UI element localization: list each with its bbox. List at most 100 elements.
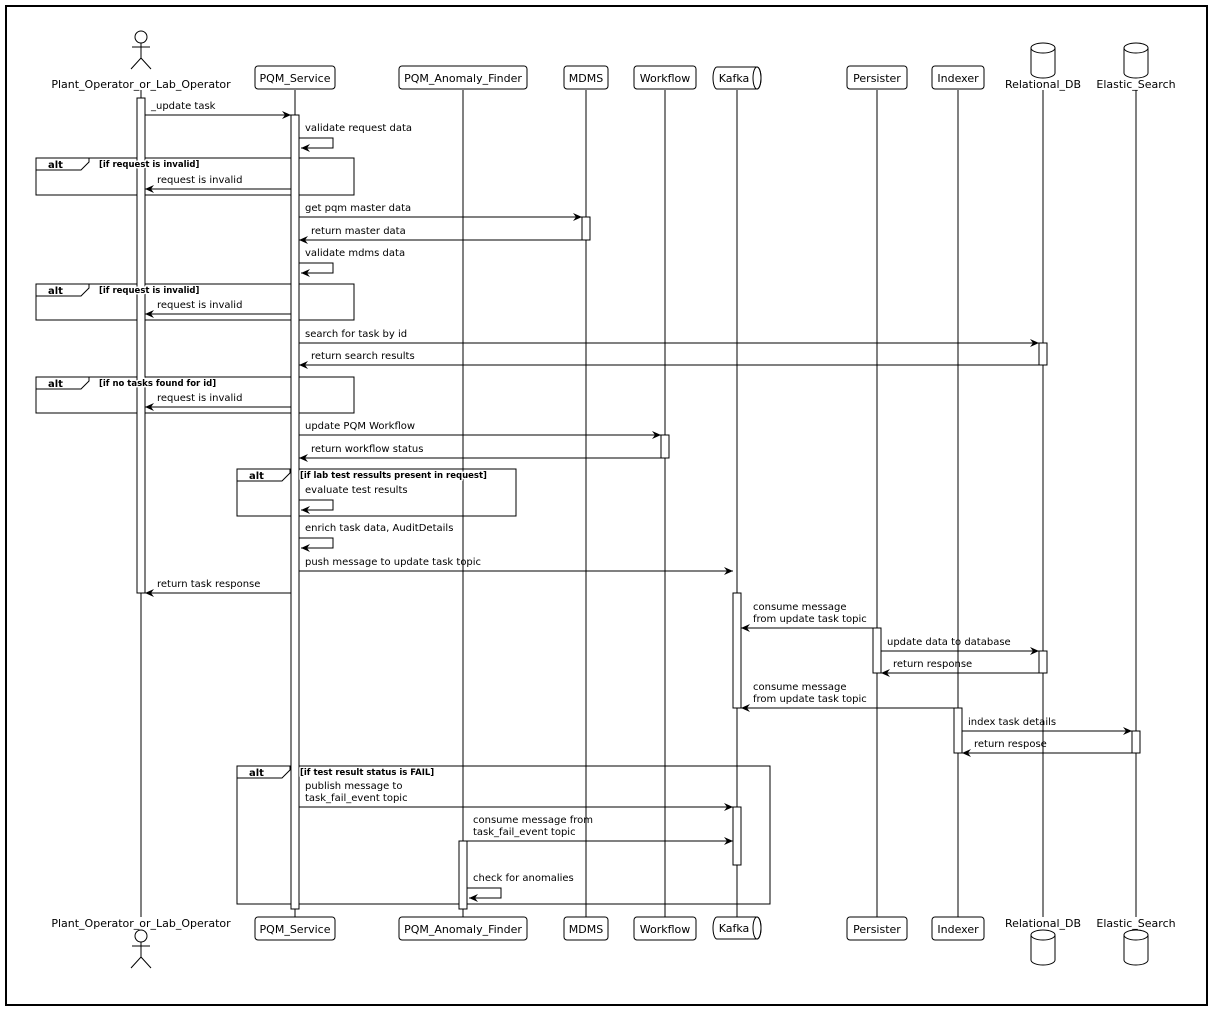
participant-box [398,916,528,941]
message-label: _update task [150,101,216,112]
message-label: update data to database [887,637,1011,648]
alt-fragment-header: alt[if request is invalid] [47,159,201,173]
cylinder-body [1123,48,1149,79]
participant-finder-top: PQM_Anomaly_Finder [398,65,528,90]
cylinder-top [1030,929,1056,941]
self-message-arrow [299,499,334,514]
fragment-border [236,468,517,517]
participant-box [846,916,908,941]
database-cylinder-icon [1123,929,1149,966]
participant-es-bottom: Elastic_Search [1096,917,1176,966]
message-label: push message to update task topic [305,557,481,568]
activation-bar-rdb [1038,650,1048,674]
participant-svc-bottom: PQM_Service [254,916,336,941]
message-label: task_fail_event topic [473,827,576,838]
fragment-border [35,283,355,321]
diagram-frame [5,5,1208,1006]
message-label: task_fail_event topic [305,793,408,804]
database-cylinder-icon [1030,929,1056,966]
participant-label: Persister [853,923,901,936]
participant-finder-bottom: PQM_Anomaly_Finder [398,916,528,941]
fragment-border [35,376,355,414]
message: search for task by id [299,329,1039,347]
activation-bar-finder [458,840,468,910]
message-label: consume message from [473,815,593,826]
message: request is invalid [145,175,291,193]
message-label: consume message [753,682,847,693]
message-label: search for task by id [305,329,407,340]
message-label: request is invalid [157,175,242,186]
fragment-condition: [if test result status is FAIL] [300,768,434,778]
queue-end-icon [752,66,762,90]
participant-label: Relational_DB [1005,917,1081,930]
activation-bar-rdb [1038,342,1048,366]
database-cylinder-icon [1123,42,1149,79]
participant-label: Workflow [640,923,691,936]
participant-label: Plant_Operator_or_Lab_Operator [51,917,231,930]
message: enrich task data, AuditDetails [299,523,453,552]
participant-persister-bottom: Persister [846,916,908,941]
message-label: request is invalid [157,393,242,404]
activation-bar-mdms [581,216,591,241]
participant-label: PQM_Anomaly_Finder [404,72,522,85]
fragment-border [236,765,771,905]
message-label: consume message [753,602,847,613]
participant-svc-top: PQM_Service [254,65,336,90]
participant-label: Plant_Operator_or_Lab_Operator [51,78,231,91]
activation-bar-wf [660,434,670,459]
participant-indexer-bottom: Indexer [931,916,985,941]
activation-bar-actor [136,97,146,594]
alt-fragment [35,157,355,196]
fragment-operator: alt [48,379,63,390]
message-label: evaluate test results [305,485,408,496]
participant-label: Kafka [719,922,750,935]
fragment-tab [237,766,291,779]
participant-label: MDMS [569,923,603,936]
participant-actor-top: Plant_Operator_or_Lab_Operator [51,30,231,91]
self-message-arrow [299,537,334,552]
fragment-operator: alt [249,471,264,482]
message: return respose [962,739,1132,757]
alt-fragment [35,283,355,321]
message: update data to database [881,637,1039,655]
participant-box [931,65,985,90]
actor-head [134,30,148,44]
participant-box [633,65,697,90]
fragment-condition: [if request is invalid] [99,286,199,296]
actor-head [134,929,148,943]
fragment-tab [36,284,90,297]
message: return search results [299,351,1039,369]
message: check for anomalies [467,873,574,902]
participant-box [563,916,609,941]
message-label: from update task topic [753,694,867,705]
participant-label: PQM_Service [260,923,331,936]
cylinder-top [1030,42,1056,54]
message: index task details [962,717,1132,735]
alt-fragment-header: alt[if no tasks found for id] [47,378,218,392]
participant-rdb-bottom: Relational_DB [1005,917,1081,966]
message-label: return search results [311,351,415,362]
message-label: check for anomalies [473,873,574,884]
message-label: index task details [968,717,1056,728]
alt-fragment [236,468,517,517]
participant-label: PQM_Anomaly_Finder [404,923,522,936]
message: validate request data [299,123,412,152]
participant-mdms-bottom: MDMS [563,916,609,941]
message-label: get pqm master data [305,203,411,214]
queue-end-icon [752,916,762,940]
participant-box [931,916,985,941]
participant-label: Elastic_Search [1096,78,1175,91]
participant-kafka-top: Kafka [712,66,762,90]
fragment-operator: alt [48,160,63,171]
message-label: return respose [974,739,1047,750]
participant-label: Persister [853,72,901,85]
participant-indexer-top: Indexer [931,65,985,90]
participant-box [254,65,336,90]
message: request is invalid [145,393,291,411]
message: _update task [145,101,291,119]
participant-label: Indexer [937,72,979,85]
cylinder-top [1123,42,1149,54]
actor-stick-figure-icon [130,30,152,70]
